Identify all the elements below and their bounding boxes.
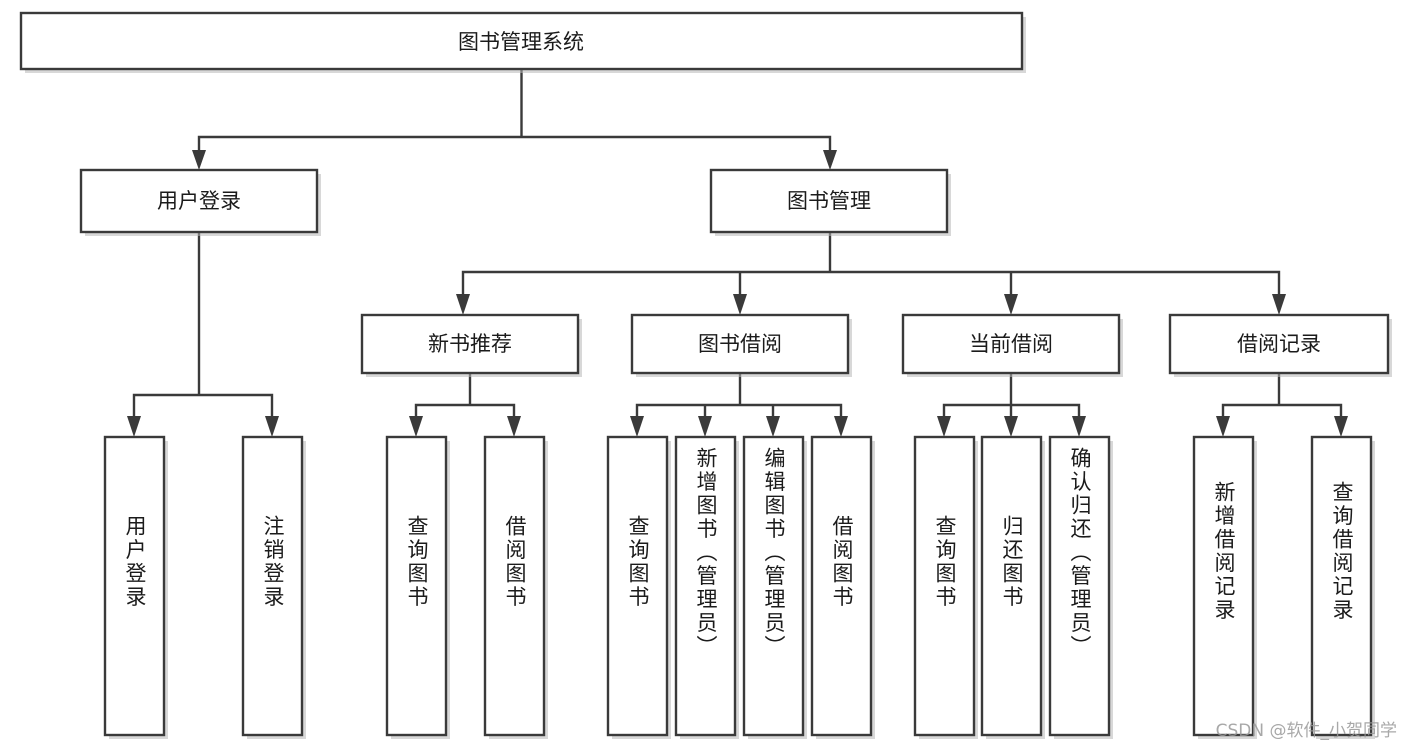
root-node-label: 图书管理系统 — [458, 30, 584, 54]
edges-layer — [127, 67, 1348, 437]
node-label-book-manage: 图书管理 — [787, 189, 871, 213]
node-label-user-login: 用户登录 — [157, 189, 241, 213]
edge-newbook-trunk — [414, 371, 516, 425]
edge-bookmanage-trunk — [461, 230, 1281, 302]
edge-currentborrow-trunk — [942, 371, 1081, 425]
arrowhead-leaf-borrow-book-1 — [507, 416, 521, 437]
leaf-box-query-record[interactable] — [1310, 435, 1373, 737]
arrowhead-leaf-add-record — [1216, 416, 1230, 437]
arrowhead-new-book-recommend — [456, 294, 470, 315]
leaf-box-user-login[interactable] — [103, 435, 166, 737]
leaf-box-user-logout[interactable] — [241, 435, 304, 737]
node-box-book-manage[interactable] — [709, 168, 949, 234]
node-label-borrow-record: 借阅记录 — [1237, 332, 1321, 356]
leaf-box-add-book[interactable] — [674, 435, 737, 737]
edge-borrowrecord-trunk — [1221, 371, 1343, 425]
leaf-box-edit-book[interactable] — [742, 435, 805, 737]
arrowhead-book-manage — [823, 150, 837, 170]
node-box-new-book-recommend[interactable] — [360, 313, 580, 375]
leaf-box-borrow-book-2[interactable] — [810, 435, 873, 737]
arrowhead-leaf-query-book-2 — [630, 416, 644, 437]
arrowhead-borrow-record — [1272, 294, 1286, 315]
root-node-box[interactable] — [19, 11, 1024, 71]
leaf-boxes-group — [103, 435, 1375, 739]
arrowhead-leaf-user-logout — [265, 416, 279, 437]
arrowhead-leaf-query-record — [1334, 416, 1348, 437]
arrowhead-user-login — [192, 150, 206, 170]
nodes-layer: 图书管理系统 用户登录 图书管理 新书推荐 图书借阅 当前借阅 借阅记录 — [19, 11, 1392, 739]
leaf-box-return-book[interactable] — [980, 435, 1043, 737]
leaf-box-borrow-book-1[interactable] — [483, 435, 546, 737]
arrowhead-leaf-edit-book — [766, 416, 780, 437]
edge-bookborrow-trunk — [635, 371, 843, 425]
arrowhead-leaf-add-book — [698, 416, 712, 437]
node-box-user-login[interactable] — [79, 168, 319, 234]
arrowhead-leaf-user-login — [127, 416, 141, 437]
leaf-box-add-record[interactable] — [1192, 435, 1255, 737]
arrowhead-leaf-query-book-1 — [409, 416, 423, 437]
arrowhead-current-borrow — [1004, 294, 1018, 315]
arrowhead-leaf-confirm-return — [1072, 416, 1086, 437]
arrowhead-leaf-return-book — [1004, 416, 1018, 437]
node-box-book-borrow[interactable] — [630, 313, 850, 375]
node-box-current-borrow[interactable] — [901, 313, 1121, 375]
edge-userlogin-trunk — [132, 230, 274, 425]
edge-root-trunk — [197, 67, 832, 160]
node-label-current-borrow: 当前借阅 — [969, 332, 1053, 356]
node-box-borrow-record[interactable] — [1168, 313, 1390, 375]
leaf-box-query-book-2[interactable] — [606, 435, 669, 737]
leaf-box-query-book-3[interactable] — [913, 435, 976, 737]
leaf-box-confirm-return[interactable] — [1048, 435, 1111, 737]
leaf-box-query-book-1[interactable] — [385, 435, 448, 737]
arrowhead-leaf-query-book-3 — [937, 416, 951, 437]
node-label-book-borrow: 图书借阅 — [698, 332, 782, 356]
arrowhead-leaf-borrow-book-2 — [834, 416, 848, 437]
node-label-new-book-recommend: 新书推荐 — [428, 332, 512, 356]
arrowhead-book-borrow — [733, 294, 747, 315]
